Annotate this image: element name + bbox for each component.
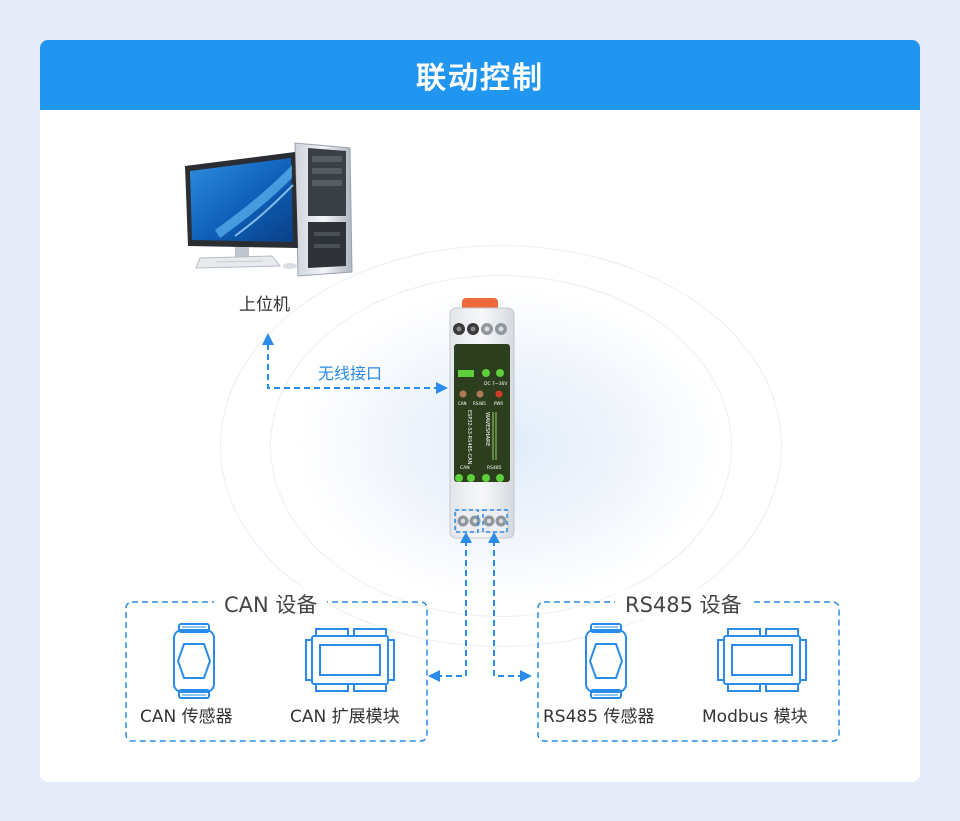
card-header: 联动控制 bbox=[40, 40, 920, 110]
modbus-module-label: Modbus 模块 bbox=[702, 707, 808, 727]
rs485-group-title: RS485 设备 bbox=[615, 589, 752, 619]
arrow-right-rs485 bbox=[520, 670, 532, 682]
led-label-can: CAN bbox=[458, 401, 467, 406]
led-label-pwr: PWR bbox=[494, 401, 503, 406]
diagram-canvas: DC 7~36V CAN RS485 PWR ESP32-S3-RS485-CA… bbox=[125, 142, 840, 742]
wireless-link bbox=[267, 344, 440, 389]
rs485-link bbox=[493, 540, 522, 677]
can-expansion-module-label: CAN 扩展模块 bbox=[290, 707, 400, 727]
linkage-control-card: 联动控制 bbox=[40, 40, 920, 782]
rs485-terminal-highlight bbox=[482, 509, 508, 533]
power-rating-label: DC 7~36V bbox=[484, 381, 508, 387]
signal-ring bbox=[270, 275, 732, 617]
can-group-title: CAN 设备 bbox=[214, 589, 328, 619]
can-sensor-label: CAN 传感器 bbox=[140, 707, 233, 727]
arrow-up-host bbox=[262, 333, 274, 345]
wireless-interface-label: 无线接口 bbox=[318, 364, 383, 383]
signal-ring bbox=[220, 245, 782, 647]
can-sensor-icon bbox=[173, 623, 215, 699]
bottom-label-can: CAN bbox=[460, 465, 470, 471]
led-label-rs485: RS485 bbox=[473, 401, 486, 406]
arrow-up-can bbox=[460, 532, 472, 543]
esp32-rs485-can-device: DC 7~36V CAN RS485 PWR ESP32-S3-RS485-CA… bbox=[449, 298, 515, 539]
brand-vertical-label: WAVESHARE bbox=[484, 412, 490, 447]
card-title: 联动控制 bbox=[416, 61, 544, 96]
host-label: 上位机 bbox=[239, 295, 290, 315]
bottom-label-rs485: RS485 bbox=[487, 465, 502, 471]
host-computer-icon bbox=[185, 142, 353, 277]
can-terminal-highlight bbox=[454, 509, 479, 533]
model-vertical-label: ESP32-S3-RS485-CAN bbox=[466, 410, 472, 465]
modbus-module-icon bbox=[717, 628, 807, 692]
arrow-right-device bbox=[436, 382, 448, 394]
arrow-left-can bbox=[428, 670, 440, 682]
rs485-sensor-icon bbox=[585, 623, 627, 699]
rs485-sensor-label: RS485 传感器 bbox=[543, 707, 655, 727]
arrow-up-rs485 bbox=[488, 532, 500, 543]
can-link bbox=[438, 540, 467, 677]
can-expansion-module-icon bbox=[305, 628, 395, 692]
